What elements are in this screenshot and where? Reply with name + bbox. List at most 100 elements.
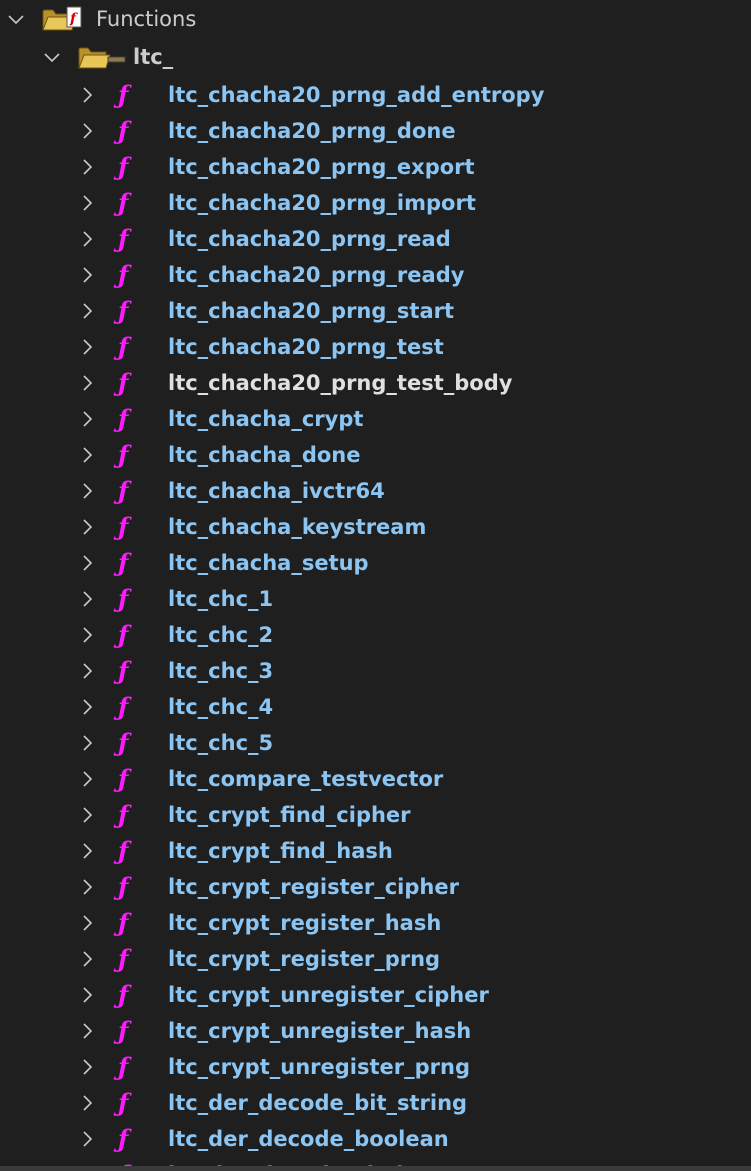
- chevron-right-icon[interactable]: [77, 1057, 97, 1077]
- chevron-right-icon[interactable]: [77, 1129, 97, 1149]
- function-label: ltc_chacha20_prng_start: [168, 299, 455, 323]
- chevron-right-icon[interactable]: [77, 805, 97, 825]
- chevron-right-icon[interactable]: [77, 301, 97, 321]
- function-icon: ƒ: [118, 872, 129, 901]
- function-icon: ƒ: [118, 944, 129, 973]
- tree-node-ltc[interactable]: ltc_: [0, 39, 751, 75]
- chevron-right-icon[interactable]: [77, 445, 97, 465]
- function-label: ltc_crypt_unregister_cipher: [168, 983, 489, 1007]
- function-label: ltc_chc_2: [168, 623, 274, 647]
- function-label: ltc_chacha_setup: [168, 551, 369, 575]
- chevron-right-icon[interactable]: [77, 625, 97, 645]
- chevron-right-icon[interactable]: [77, 553, 97, 573]
- chevron-right-icon[interactable]: [77, 877, 97, 897]
- function-icon: ƒ: [118, 692, 129, 721]
- chevron-right-icon[interactable]: [77, 589, 97, 609]
- chevron-right-icon[interactable]: [77, 481, 97, 501]
- chevron-right-icon[interactable]: [77, 1021, 97, 1041]
- function-icon: ƒ: [118, 368, 129, 397]
- chevron-right-icon[interactable]: [77, 373, 97, 393]
- tree-item-function[interactable]: ƒ ltc_chacha20_prng_start: [0, 293, 751, 329]
- chevron-right-icon[interactable]: [77, 697, 97, 717]
- function-label: ltc_chc_1: [168, 587, 274, 611]
- chevron-right-icon[interactable]: [77, 661, 97, 681]
- function-label: ltc_crypt_unregister_hash: [168, 1019, 472, 1043]
- chevron-right-icon[interactable]: [77, 121, 97, 141]
- chevron-right-icon[interactable]: [77, 769, 97, 789]
- function-label: ltc_chacha20_prng_done: [168, 119, 456, 143]
- function-icon: ƒ: [118, 512, 129, 541]
- tree-item-function[interactable]: ƒ ltc_chc_2: [0, 617, 751, 653]
- function-icon: ƒ: [118, 764, 129, 793]
- horizontal-scrollbar[interactable]: [0, 1166, 751, 1171]
- function-icon: ƒ: [118, 188, 129, 217]
- function-icon: ƒ: [118, 1124, 129, 1153]
- chevron-right-icon[interactable]: [77, 841, 97, 861]
- function-label: ltc_crypt_register_hash: [168, 911, 442, 935]
- chevron-right-icon[interactable]: [77, 265, 97, 285]
- tree-node-functions[interactable]: f Functions: [0, 1, 751, 37]
- function-icon: ƒ: [118, 260, 129, 289]
- tree-item-function[interactable]: ƒ ltc_chacha20_prng_import: [0, 185, 751, 221]
- chevron-right-icon[interactable]: [77, 157, 97, 177]
- function-label: ltc_der_decode_bit_string: [168, 1091, 468, 1115]
- chevron-down-icon[interactable]: [6, 9, 26, 29]
- chevron-right-icon[interactable]: [77, 949, 97, 969]
- function-icon: ƒ: [118, 404, 129, 433]
- tree-root-label: Functions: [96, 7, 197, 31]
- chevron-right-icon[interactable]: [77, 409, 97, 429]
- chevron-right-icon[interactable]: [77, 985, 97, 1005]
- chevron-right-icon[interactable]: [77, 913, 97, 933]
- function-icon: ƒ: [118, 908, 129, 937]
- function-icon: ƒ: [118, 980, 129, 1009]
- function-label: ltc_chacha20_prng_export: [168, 155, 475, 179]
- function-label: ltc_crypt_unregister_prng: [168, 1055, 470, 1079]
- function-icon: ƒ: [118, 1016, 129, 1045]
- folder-functions-icon: f: [42, 6, 82, 31]
- function-icon: ƒ: [118, 440, 129, 469]
- chevron-right-icon[interactable]: [77, 229, 97, 249]
- function-icon: ƒ: [118, 728, 129, 757]
- tree-item-function[interactable]: ƒ ltc_crypt_unregister_cipher: [0, 977, 751, 1013]
- chevron-right-icon[interactable]: [77, 85, 97, 105]
- tree-item-function[interactable]: ƒ ltc_crypt_register_hash: [0, 905, 751, 941]
- function-label: ltc_chacha20_prng_import: [168, 191, 476, 215]
- chevron-right-icon[interactable]: [77, 193, 97, 213]
- chevron-right-icon[interactable]: [77, 517, 97, 537]
- chevron-right-icon[interactable]: [77, 337, 97, 357]
- tree-item-function[interactable]: ƒ ltc_crypt_unregister_hash: [0, 1013, 751, 1049]
- function-icon: ƒ: [118, 620, 129, 649]
- function-label: ltc_compare_testvector: [168, 767, 444, 791]
- function-label: ltc_chacha20_prng_add_entropy: [168, 83, 545, 107]
- chevron-down-icon[interactable]: [42, 47, 62, 67]
- tree-item-function[interactable]: ƒ ltc_compare_testvector: [0, 761, 751, 797]
- chevron-right-icon[interactable]: [77, 1093, 97, 1113]
- function-icon: ƒ: [118, 800, 129, 829]
- function-icon: ƒ: [118, 296, 129, 325]
- chevron-right-icon[interactable]: [77, 733, 97, 753]
- function-label: ltc_chacha20_prng_read: [168, 227, 451, 251]
